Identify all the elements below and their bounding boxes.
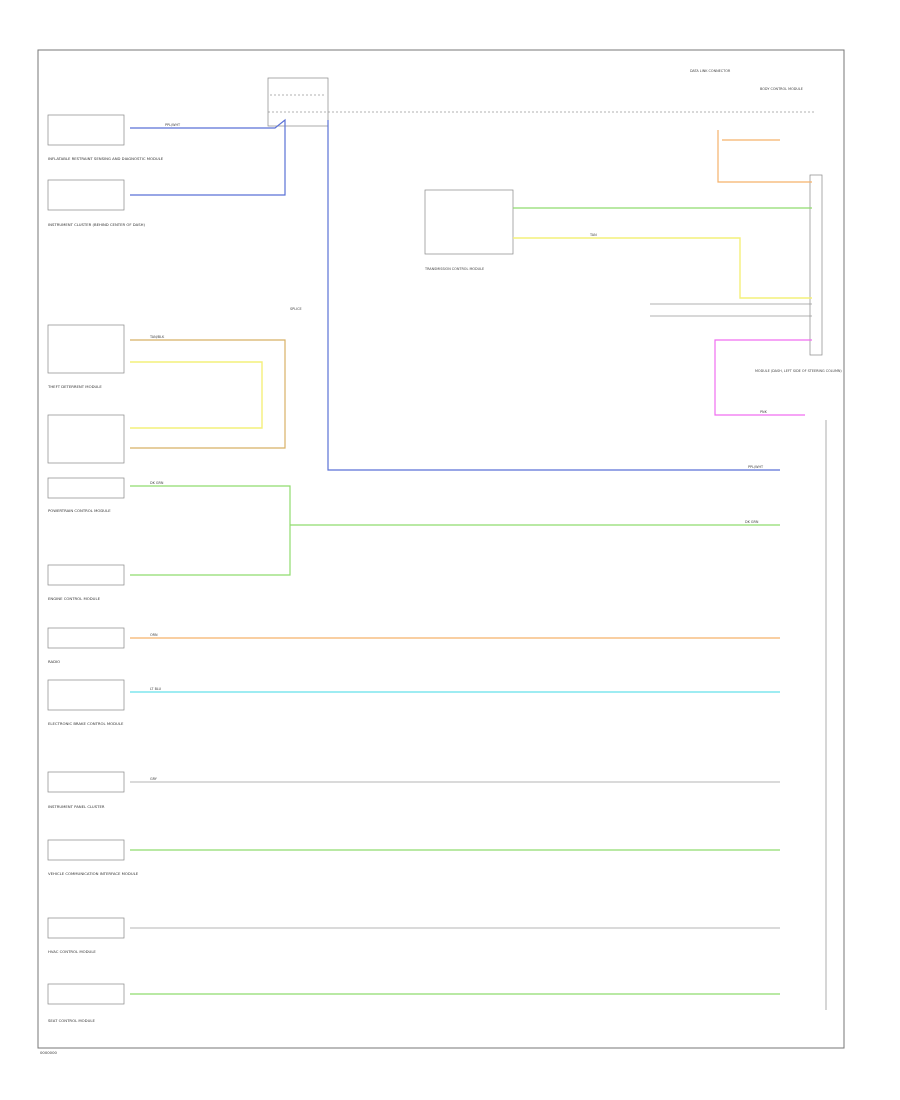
transmission-label: TRANSMISSION CONTROL MODULE xyxy=(424,267,484,271)
wire-yellow-transmission xyxy=(513,237,812,299)
wire-label-magenta: PNK xyxy=(760,410,768,414)
caption-radio: RADIO xyxy=(48,659,60,664)
caption-brake-control: ELECTRONIC BRAKE CONTROL MODULE xyxy=(48,721,124,726)
caption-powertrain-control: POWERTRAIN CONTROL MODULE xyxy=(48,508,111,513)
wire-label-tan: TAN/BLK xyxy=(149,335,165,339)
wire-label-cyan: LT BLU xyxy=(150,687,162,691)
junction-label: DATA LINK CONNECTOR xyxy=(690,69,731,73)
right-module-box xyxy=(809,174,823,356)
caption-instrument-cluster: INSTRUMENT CLUSTER (BEHIND CENTER OF DAS… xyxy=(48,222,145,227)
caption-engine-control: ENGINE CONTROL MODULE xyxy=(48,596,101,601)
splice-label: SPLICE xyxy=(290,307,302,311)
caption-airbag-module: INFLATABLE RESTRAINT SENSING AND DIAGNOS… xyxy=(48,156,164,161)
right-module-label: BODY CONTROL MODULE xyxy=(760,87,803,91)
wire-label-gray: GRY xyxy=(150,777,158,781)
diagram-code: 0000000 xyxy=(40,1050,57,1055)
wire-label-green-right: DK GRN xyxy=(745,520,759,524)
caption-vcim: VEHICLE COMMUNICATION INTERFACE MODULE xyxy=(48,871,139,876)
left-module-boxes xyxy=(47,114,125,1005)
wire-blue xyxy=(130,118,286,196)
diagram-frame xyxy=(37,49,845,1049)
wire-green-ptcm xyxy=(130,485,291,576)
wire-label-blue: PPL/WHT xyxy=(165,123,181,127)
wire-magenta xyxy=(714,339,812,416)
wire-label-yellow: TAN xyxy=(589,233,597,237)
wire-yellow-loop xyxy=(130,361,263,429)
wire-label-blue-right: PPL/WHT xyxy=(748,465,764,469)
caption-hvac: HVAC CONTROL MODULE xyxy=(48,949,96,954)
wire-blue-long xyxy=(327,120,780,471)
wire-label-green: DK GRN xyxy=(150,481,164,485)
transmission-module-box xyxy=(424,189,514,255)
caption-instrument-panel: INSTRUMENT PANEL CLUSTER xyxy=(48,804,105,809)
wire-tan-loop xyxy=(130,339,286,449)
junction-box xyxy=(267,77,329,127)
wire-orange-top xyxy=(717,130,812,183)
caption-theft-deterrent: THEFT DETERRENT MODULE xyxy=(47,384,102,389)
wire-label-orange: ORN xyxy=(150,633,158,637)
right-bottom-label: MODULE (DASH, LEFT SIDE OF STEERING COLU… xyxy=(755,369,842,373)
caption-seat-control: SEAT CONTROL MODULE xyxy=(48,1018,95,1023)
